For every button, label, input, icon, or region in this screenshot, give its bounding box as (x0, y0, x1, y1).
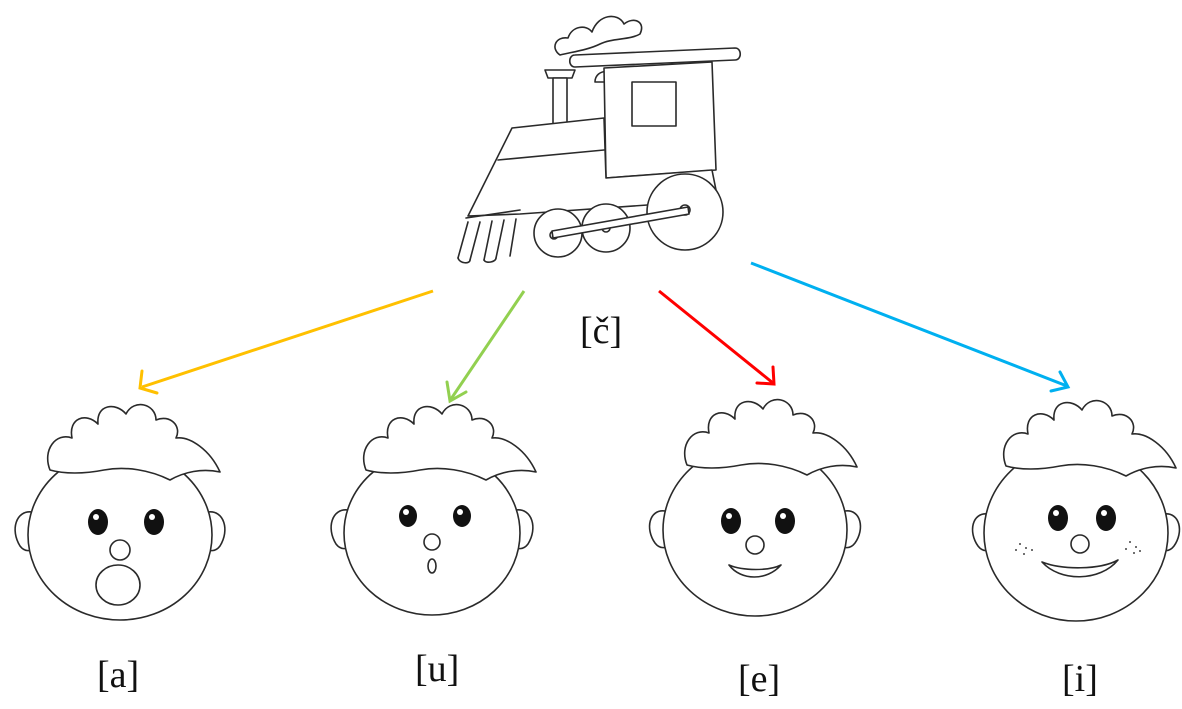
mouth-smile (728, 564, 782, 578)
face-a (14, 403, 226, 621)
face-label-a: [a] (97, 654, 140, 696)
arrow-to-face-a (141, 289, 434, 389)
face-label-u: [u] (415, 648, 460, 690)
mouth-small-oval (427, 558, 437, 574)
boy-face-icon (971, 399, 1181, 622)
locomotive-icon (457, 15, 742, 264)
train-label: [č] (580, 310, 623, 352)
arrowhead-u (445, 380, 468, 404)
face-label-e: [e] (738, 658, 781, 700)
face-label-i: [i] (1062, 658, 1098, 700)
arrow-to-face-e (658, 289, 774, 385)
boy-face-icon (648, 398, 862, 617)
boy-face-icon (330, 403, 537, 616)
arrowhead-a (138, 369, 159, 395)
face-e (648, 398, 862, 617)
face-u (330, 403, 537, 616)
arrows-group (138, 261, 1071, 404)
arrow-to-face-i (750, 261, 1068, 388)
boy-face-icon (14, 403, 226, 621)
mouth-open-round (95, 564, 141, 606)
arrowhead-e (755, 365, 776, 386)
arrow-to-face-u (449, 290, 526, 400)
arrowhead-i (1049, 370, 1071, 393)
mouth-wide-smile (1041, 559, 1119, 578)
freckles (1015, 541, 1141, 555)
face-i (971, 399, 1181, 622)
